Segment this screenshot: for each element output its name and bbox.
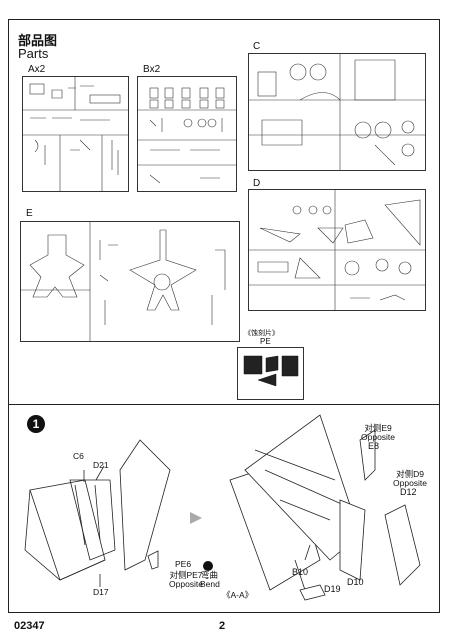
- sprue-a-label: Ax2: [28, 64, 46, 75]
- part-pe6: PE6: [175, 559, 192, 569]
- page-number: 2: [219, 620, 226, 632]
- sprue-b-frame: [137, 76, 237, 192]
- sprue-e-label: E: [26, 208, 33, 219]
- part-d17: D17: [93, 587, 109, 597]
- product-code: 02347: [14, 620, 45, 632]
- sprue-c-frame: [248, 53, 426, 171]
- parts-title-en: Parts: [18, 46, 49, 61]
- sprue-a-frame: [22, 76, 129, 192]
- part-pe6-note: 对侧PE7 Opposite: [169, 570, 204, 589]
- section-divider: [8, 404, 440, 405]
- parts-title-cn: 部品图: [18, 33, 58, 48]
- sprue-d-label: D: [253, 178, 261, 189]
- part-d21: D21: [93, 460, 109, 470]
- pe-label: PE: [260, 337, 271, 346]
- part-c6: C6: [73, 451, 84, 461]
- part-d19: D19: [324, 584, 341, 594]
- part-d10: D10: [347, 577, 364, 587]
- part-d12: D12: [400, 487, 417, 497]
- sprue-b-label: Bx2: [143, 64, 161, 75]
- pe-label-cn: 《蚀刻片》: [244, 330, 279, 337]
- bend-label: Bend: [200, 579, 220, 589]
- part-e9-note: 对侧E9 Opposite: [361, 423, 396, 442]
- bend-label-cn: 弯曲: [201, 570, 219, 580]
- sprue-c-label: C: [253, 41, 261, 52]
- step-number: 1: [27, 415, 45, 433]
- part-d9-note: 对侧D9 Opposite: [393, 469, 428, 488]
- part-e8: E8: [368, 441, 380, 451]
- part-b10: B10: [292, 567, 309, 577]
- section-a-a-label: 《A-A》: [222, 590, 254, 600]
- page-frame: [8, 19, 440, 613]
- sprue-e-frame: [20, 221, 240, 342]
